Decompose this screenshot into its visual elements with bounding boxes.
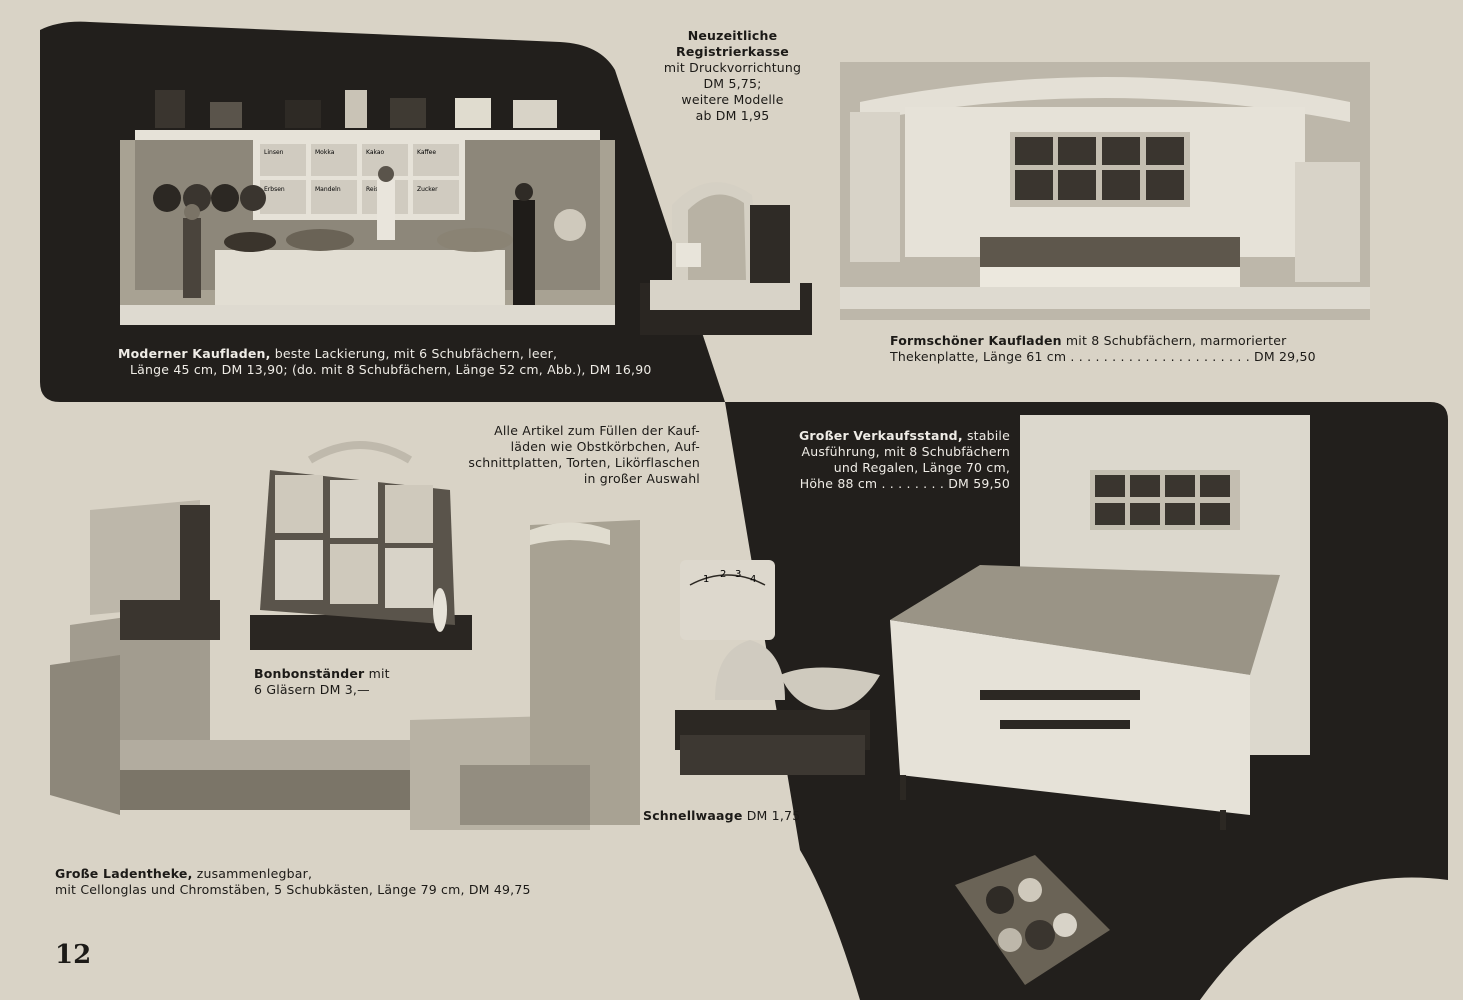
caption-registrierkasse: Neuzeitliche Registrierkasse mit Druckvo… [645, 28, 820, 124]
caption-text: DM 5,75; [703, 76, 762, 91]
caption-text: zusammenlegbar, [192, 866, 313, 881]
drawer-label: Reis [366, 186, 378, 193]
caption-text: weitere Modelle [681, 92, 784, 107]
caption-text: in großer Auswahl [583, 471, 700, 486]
product-title: Registrierkasse [676, 44, 789, 59]
caption-text: mit [364, 666, 390, 681]
caption-text: mit Cellonglas und Chromstäben, 5 Schubk… [55, 882, 531, 897]
drawer-label: Kakao [366, 149, 385, 156]
product-title: Große Ladentheke, [55, 866, 193, 881]
scale-number: 1 [703, 574, 709, 585]
photo-bonbonstaender [250, 441, 472, 650]
photo-moderner-kaufladen: Linsen Mokka Kakao Kaffee Erbsen Mandeln… [120, 90, 615, 325]
caption-text: mit 8 Schubfächern, marmorierter [1061, 333, 1287, 348]
scale-dial [680, 560, 775, 640]
shelf-goods [155, 90, 557, 128]
drawer-label: Zucker [417, 186, 438, 193]
drawer-label: Kaffee [417, 149, 436, 156]
page-number: 12 [55, 940, 92, 970]
caption-text: DM 1,75 [742, 808, 801, 823]
figures [183, 166, 535, 305]
caption-text: stabile [962, 428, 1010, 443]
product-title: Moderner Kaufladen, [118, 346, 271, 361]
product-title: Großer Verkaufsstand, [798, 428, 963, 443]
product-title: Neuzeitliche [687, 28, 778, 43]
caption-text: Thekenplatte, Länge 61 cm . . . . . . . … [890, 349, 1316, 364]
drawer-label: Linsen [264, 149, 284, 156]
caption-text: ab DM 1,95 [695, 108, 770, 123]
photo-grosse-ladentheke [50, 500, 640, 830]
caption-text: schnittplatten, Torten, Likörflaschen [468, 455, 700, 470]
product-title: Schnellwaage [643, 808, 743, 823]
caption-text: läden wie Obstkörbchen, Auf- [510, 439, 700, 454]
caption-grosse-ladentheke: Große Ladentheke, zusammenlegbar, mit Ce… [55, 866, 655, 898]
caption-schnellwaage: Schnellwaage DM 1,75 [643, 808, 843, 824]
drawer-bank: Linsen Mokka Kakao Kaffee Erbsen Mandeln… [253, 140, 465, 220]
photo-formschoener-kaufladen [840, 62, 1370, 320]
caption-text: beste Lackierung, mit 6 Schubfächern, le… [270, 346, 558, 361]
caption-text: und Regalen, Länge 70 cm, [833, 460, 1010, 475]
caption-bonbonstaender: Bonbonständer mit 6 Gläsern DM 3,— [254, 666, 454, 698]
drawer-label: Mandeln [315, 186, 341, 193]
caption-text: Länge 45 cm, DM 13,90; (do. mit 8 Schubf… [130, 362, 652, 377]
caption-text: Höhe 88 cm . . . . . . . . DM 59,50 [799, 476, 1010, 491]
caption-moderner-kaufladen: Moderner Kaufladen, beste Lackierung, mi… [118, 346, 718, 378]
caption-text: mit Druckvorrichtung [663, 60, 802, 75]
drawers [1015, 137, 1184, 200]
drawer-label: Erbsen [264, 186, 285, 193]
photo-registrierkasse [640, 182, 812, 335]
marble-counter-top [980, 237, 1240, 267]
caption-text: Ausführung, mit 8 Schubfächern [801, 444, 1010, 459]
scale-number: 4 [750, 574, 756, 585]
caption-grosser-verkaufsstand: Großer Verkaufsstand, stabile Ausführung… [770, 428, 1010, 492]
photo-schnellwaage: 1 2 3 4 [675, 560, 880, 775]
product-title: Formschöner Kaufladen [890, 333, 1062, 348]
product-title: Bonbonständer [254, 666, 365, 681]
caption-formschoener-kaufladen: Formschöner Kaufladen mit 8 Schubfächern… [890, 333, 1350, 365]
scale-number: 3 [735, 569, 741, 580]
caption-text: Alle Artikel zum Füllen der Kauf- [494, 423, 700, 438]
photo-grosser-verkaufsstand [890, 415, 1310, 830]
scale-number: 2 [720, 569, 726, 580]
photo-obstkoerbchen [955, 855, 1110, 985]
caption-artikel: Alle Artikel zum Füllen der Kauf- läden … [420, 423, 700, 487]
caption-text: 6 Gläsern DM 3,— [254, 682, 370, 697]
drawer-label: Mokka [315, 149, 335, 156]
shop-counter [215, 250, 505, 305]
